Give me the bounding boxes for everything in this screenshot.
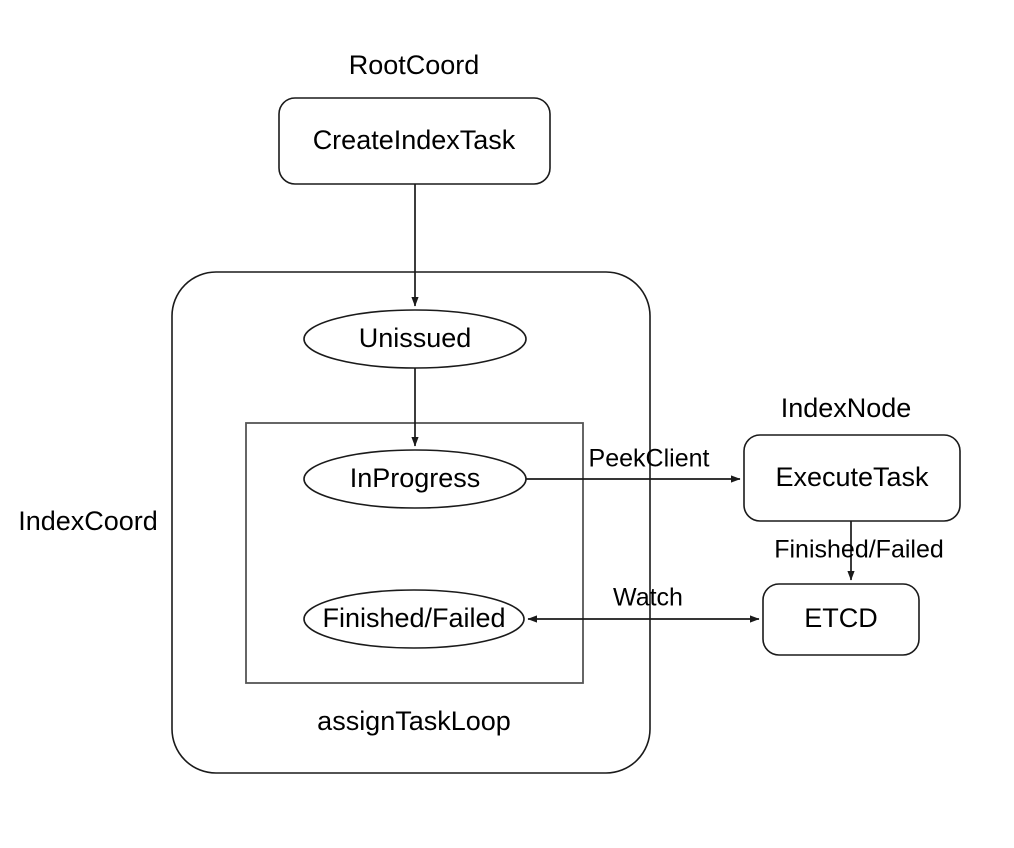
group-label-rootcoord: RootCoord [349,50,480,80]
group-label-assigntaskloop: assignTaskLoop [317,706,511,736]
node-shape-execute-task [743,434,961,522]
node-shape-create-index-task [278,97,551,185]
node-shape-finished-failed [303,589,525,649]
node-shape-etcd [762,583,920,656]
node-shape-in-progress [303,449,527,509]
edge-label-peekclient: PeekClient [589,445,710,473]
node-etcd[interactable]: ETCD [762,583,920,656]
node-finished-failed[interactable]: Finished/Failed [303,589,525,649]
node-label-create-index-task: CreateIndexTask [313,125,516,155]
node-label-etcd: ETCD [804,603,878,633]
node-label-unissued: Unissued [359,323,472,353]
node-unissued[interactable]: Unissued [303,309,527,369]
group-container-indexcoord [171,271,651,774]
group-label-indexnode: IndexNode [781,393,912,423]
edge-label-watch: Watch [613,584,683,612]
node-label-finished-failed: Finished/Failed [322,603,505,633]
node-label-execute-task: ExecuteTask [775,462,929,492]
edge-label-finished-failed: Finished/Failed [774,536,944,564]
node-execute-task[interactable]: ExecuteTask [743,434,961,522]
node-label-in-progress: InProgress [350,463,481,493]
node-create-index-task[interactable]: CreateIndexTask [278,97,551,185]
node-shape-unissued [303,309,527,369]
group-label-indexcoord: IndexCoord [18,506,158,536]
node-in-progress[interactable]: InProgress [303,449,527,509]
